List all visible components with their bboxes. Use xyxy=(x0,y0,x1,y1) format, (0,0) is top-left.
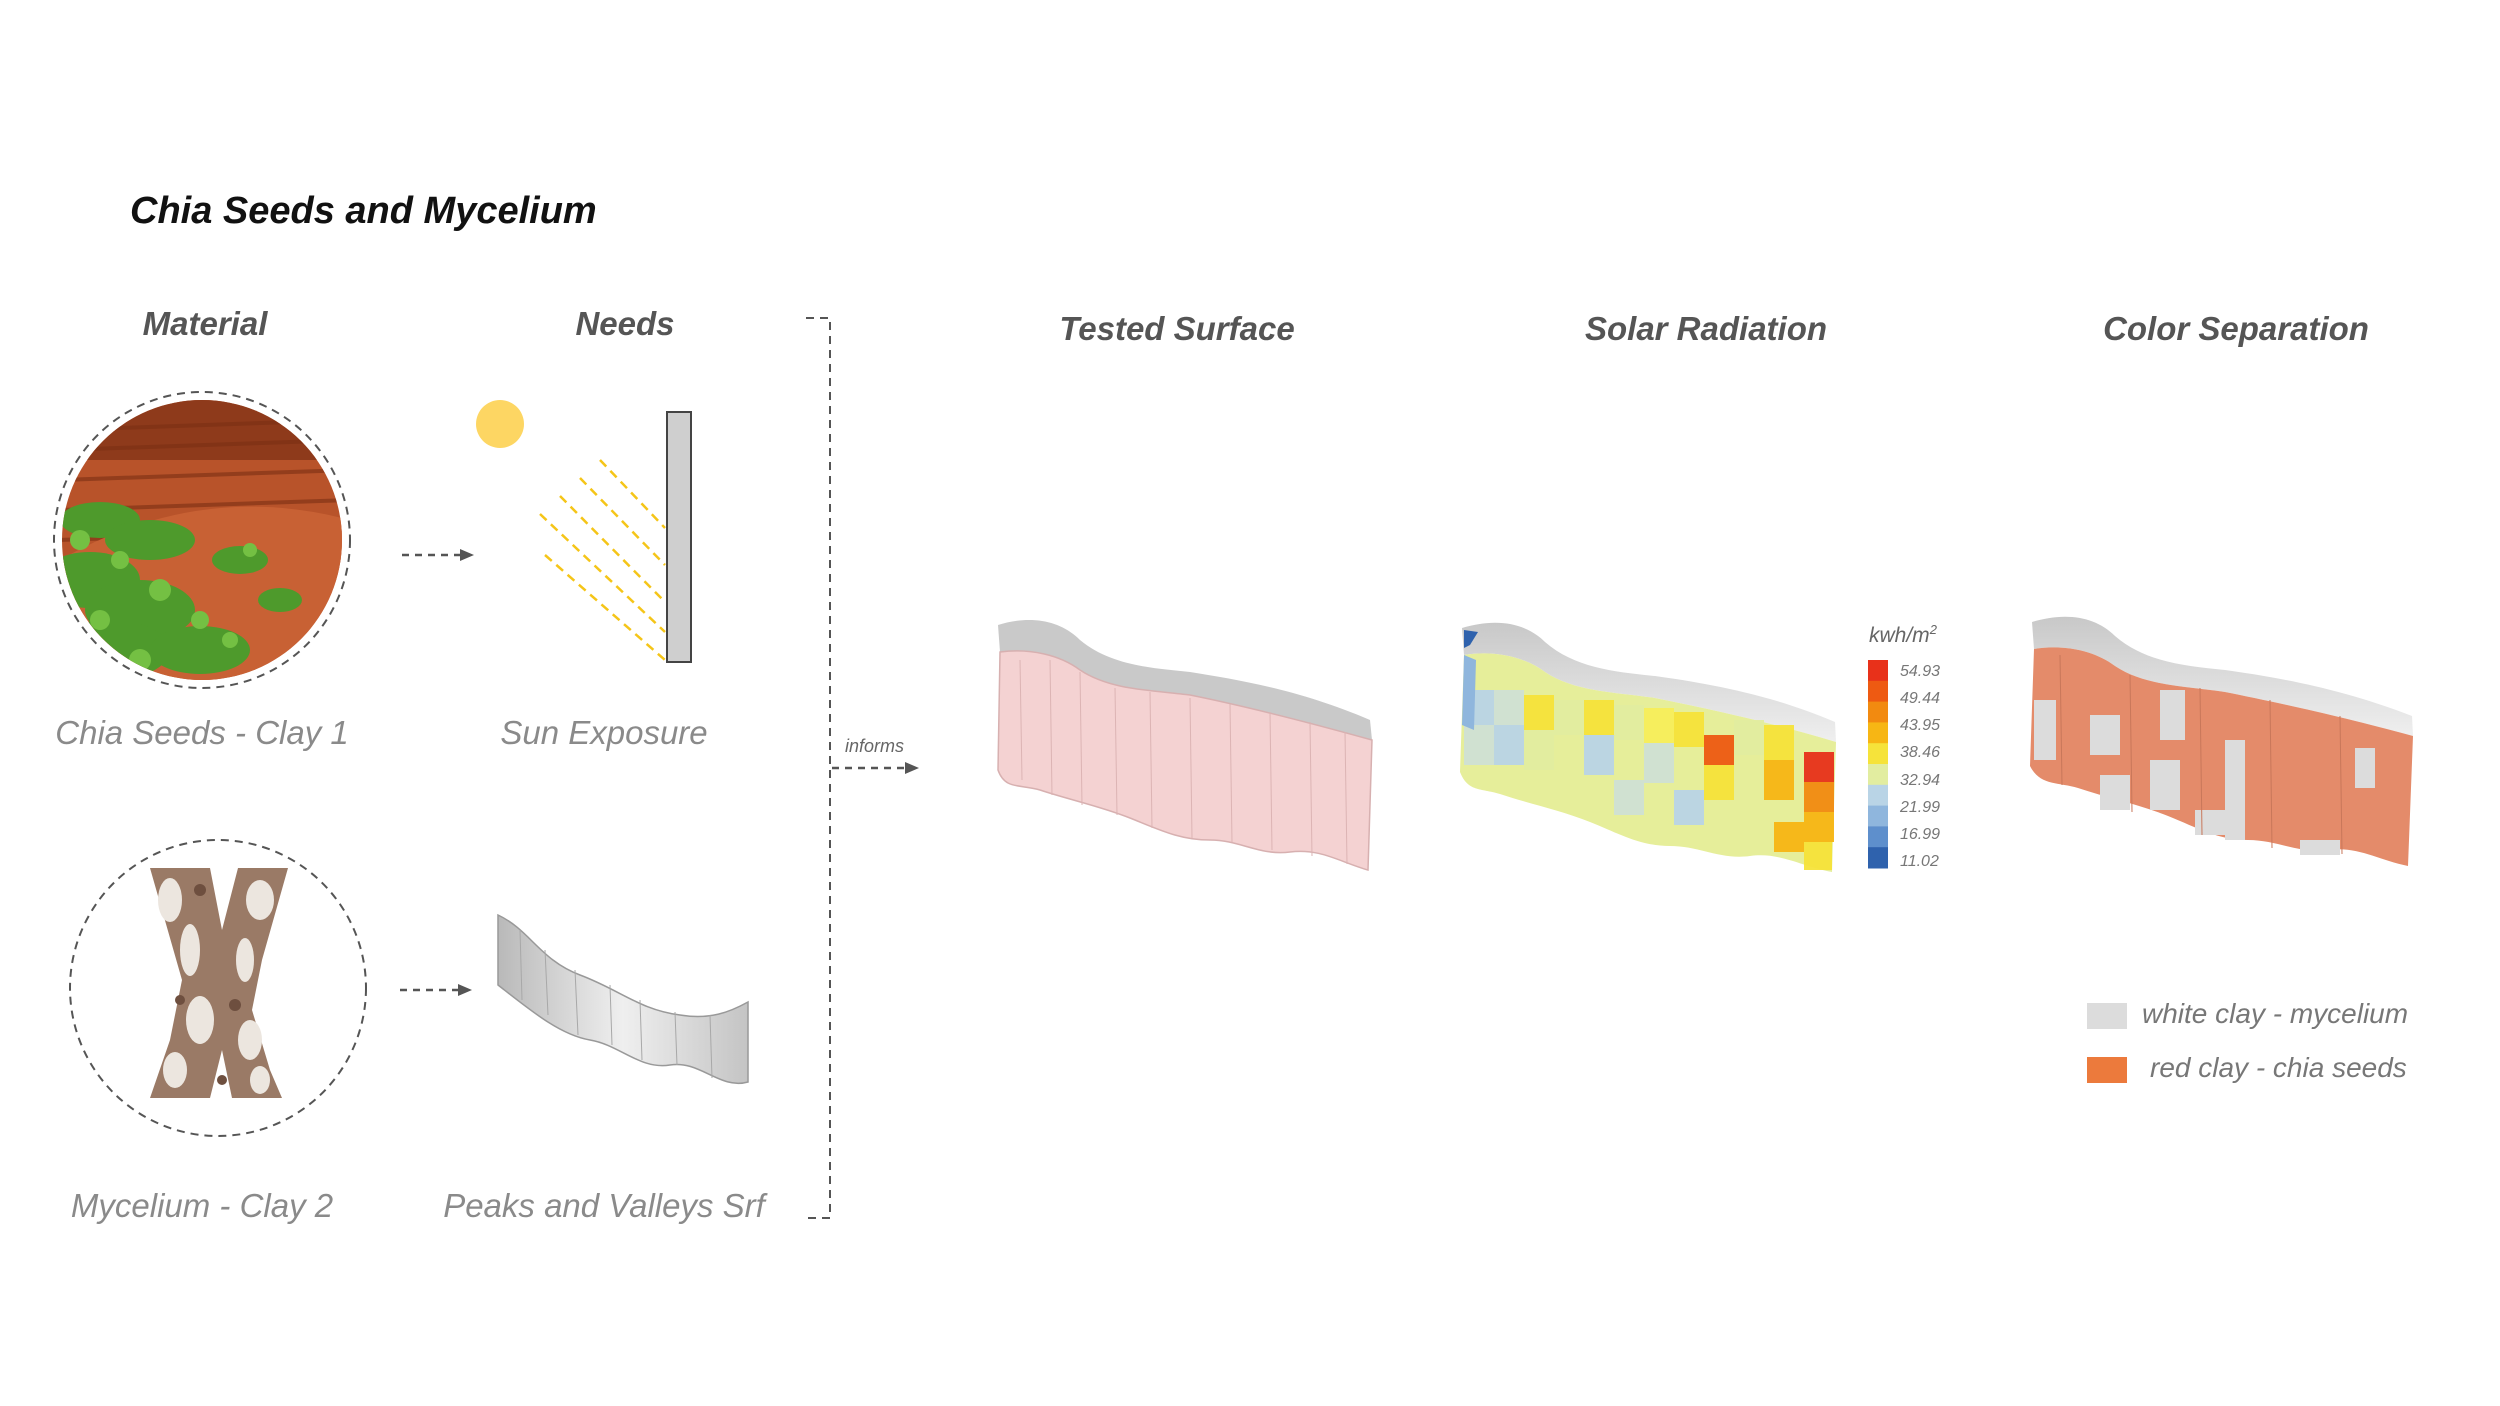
informs-arrow xyxy=(832,762,919,774)
legend-tick-label: 43.95 xyxy=(1900,717,1941,735)
heading-solar-radiation: Solar Radiation xyxy=(1584,310,1828,347)
legend-color-step xyxy=(1868,784,1888,807)
legend-tick-label: 11.02 xyxy=(1900,853,1939,870)
chia-circle-border xyxy=(53,391,351,689)
peaks-valleys-surface xyxy=(497,913,749,1085)
legend-tick-label: 32.94 xyxy=(1900,771,1941,789)
mycelium-circle-border xyxy=(69,839,367,1137)
sun-rays-icon xyxy=(539,459,666,661)
legend-color-step xyxy=(1868,826,1888,848)
legend-color-step xyxy=(1868,764,1888,786)
legend-tick-label: 16.99 xyxy=(1900,825,1941,843)
caption-mycelium: Mycelium - Clay 2 xyxy=(70,1187,334,1224)
legend-color-step xyxy=(1868,701,1888,723)
legend-tick-label: 54.93 xyxy=(1900,663,1941,680)
caption-peaks-valleys: Peaks and Valleys Srf xyxy=(443,1187,765,1224)
legend-white-swatch xyxy=(2087,1003,2127,1029)
heading-needs: Needs xyxy=(575,305,675,342)
wall-icon xyxy=(666,411,692,663)
legend-tick-label: 21.99 xyxy=(1900,798,1941,816)
informs-label: informs xyxy=(845,736,905,756)
arrow-chia-to-sun xyxy=(402,549,474,561)
legend-color-step xyxy=(1868,680,1888,703)
legend-white-label: white clay - mycelium xyxy=(2142,998,2409,1029)
legend-color-step xyxy=(1868,805,1888,827)
legend-color-step xyxy=(1868,660,1888,682)
color-separation-wall xyxy=(2030,616,2413,866)
legend-tick-label: 38.46 xyxy=(1900,744,1941,762)
legend-red-label: red clay - chia seeds xyxy=(2150,1052,2407,1083)
caption-sun-exposure: Sun Exposure xyxy=(500,714,708,751)
legend-red-swatch xyxy=(2087,1057,2127,1083)
solar-radiation-wall xyxy=(1460,622,1836,872)
mycelium-photo xyxy=(150,868,288,1098)
legend-color-step xyxy=(1868,847,1888,869)
sun-icon xyxy=(476,400,524,448)
legend-color-step xyxy=(1868,743,1888,765)
caption-chia-seeds: Chia Seeds - Clay 1 xyxy=(55,714,349,751)
tested-surface-wall xyxy=(997,620,1373,871)
arrow-mycelium-to-peaks xyxy=(400,984,472,996)
bracket xyxy=(806,317,831,1219)
heading-color-separation: Color Separation xyxy=(2103,310,2369,347)
solar-legend-unit: kwh/m2 xyxy=(1869,622,1937,647)
solar-legend-bar xyxy=(1868,660,1888,869)
page-title: Chia Seeds and Mycelium xyxy=(130,190,597,232)
legend-tick-label: 49.44 xyxy=(1900,690,1941,708)
heading-material: Material xyxy=(142,305,268,342)
legend-color-step xyxy=(1868,722,1888,744)
heading-tested-surface: Tested Surface xyxy=(1059,310,1295,347)
